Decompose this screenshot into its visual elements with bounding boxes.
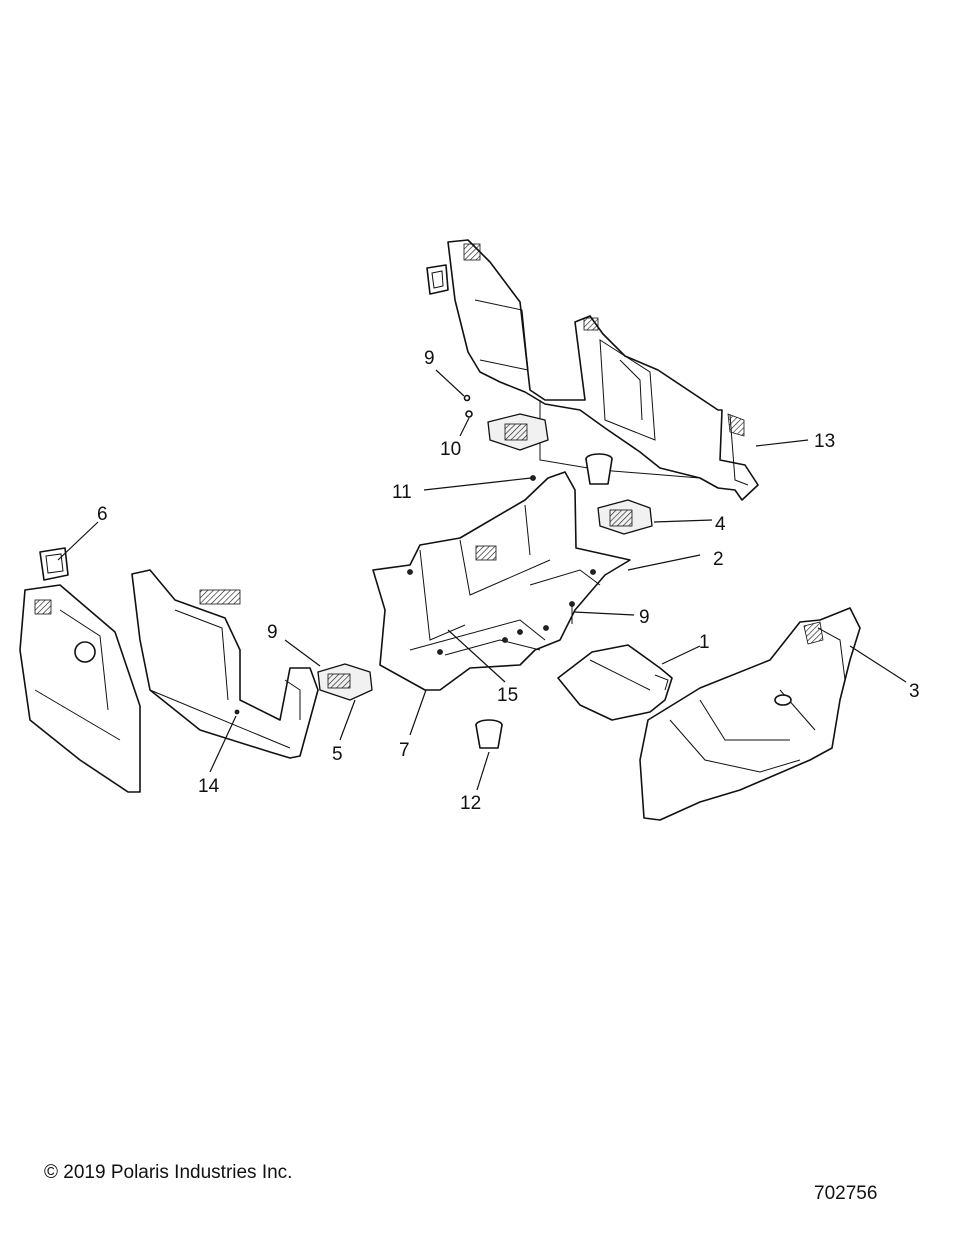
fastener-10 — [465, 410, 473, 418]
callout-1: 1 — [699, 632, 710, 653]
callout-9-center: 9 — [639, 607, 650, 628]
callout-8: 9 — [424, 348, 435, 369]
callout-4: 4 — [715, 514, 726, 535]
part-4-step-pad — [597, 499, 653, 535]
callout-10: 10 — [440, 439, 461, 460]
part-2-floor-panel — [372, 471, 631, 691]
callout-13: 13 — [814, 431, 835, 452]
leader-lines — [57, 369, 907, 791]
part-12-cup-top — [585, 453, 613, 485]
callout-numbers: 9 10 11 13 4 2 9 1 3 6 9 5 14 7 15 12 — [97, 348, 920, 814]
callout-7: 7 — [399, 740, 410, 761]
part-12-cup-bottom — [475, 719, 503, 749]
part-bezel-small — [426, 264, 449, 295]
callout-9-left: 9 — [267, 622, 278, 643]
callout-2: 2 — [713, 549, 724, 570]
callout-6: 6 — [97, 504, 108, 525]
callout-12: 12 — [460, 793, 481, 814]
part-14-left-step-panel — [131, 569, 319, 759]
callout-15: 15 — [497, 685, 518, 706]
part-5-step-pad — [317, 663, 373, 701]
diagram-number: 702756 — [814, 1183, 878, 1204]
part-13-rear-panel — [447, 239, 759, 501]
copyright-notice: © 2019 Polaris Industries Inc. — [44, 1162, 293, 1183]
part-3-right-footwell — [639, 607, 861, 821]
callout-5: 5 — [332, 744, 343, 765]
callout-3: 3 — [909, 681, 920, 702]
callout-11: 11 — [392, 482, 412, 503]
part-left-outer-panel — [19, 584, 141, 793]
fastener-11 — [530, 475, 536, 481]
part-1-floor-cover — [557, 644, 673, 721]
fastener-8 — [463, 394, 471, 402]
fastener-9-center — [569, 601, 575, 624]
callout-14: 14 — [198, 776, 220, 797]
part-6-bezel — [39, 547, 69, 581]
part-4-step-pad-upper-a — [487, 413, 549, 451]
